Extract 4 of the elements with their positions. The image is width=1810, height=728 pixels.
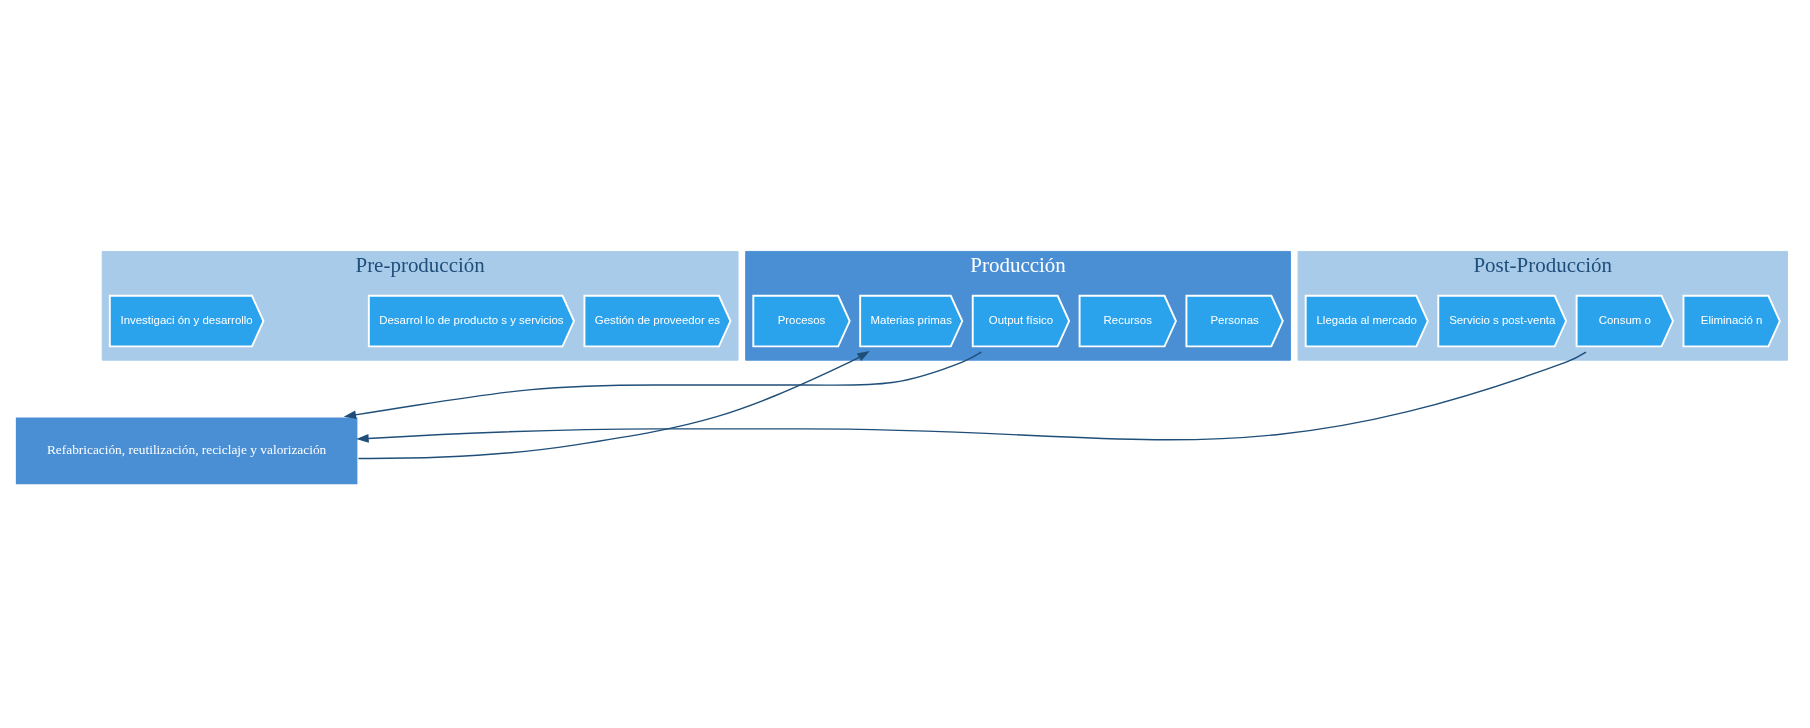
arrow xyxy=(357,350,870,459)
node-box: Refabricación, reutilización, reciclaje y valorización xyxy=(13,415,360,486)
arrow xyxy=(356,350,1587,443)
arrow xyxy=(343,351,983,419)
